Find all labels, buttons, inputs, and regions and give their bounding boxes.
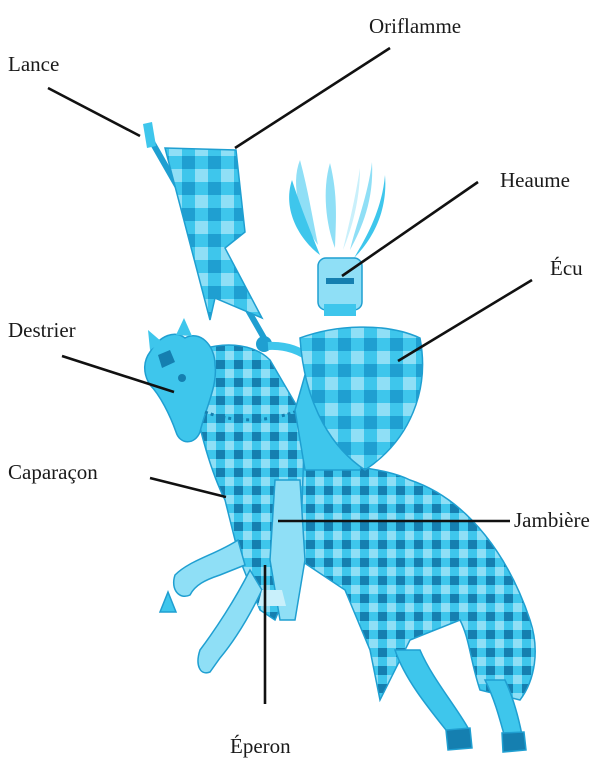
label-oriflamme: Oriflamme xyxy=(369,16,461,37)
leader-line-caparacon xyxy=(150,478,226,497)
label-destrier: Destrier xyxy=(8,320,76,341)
leader-line-lance xyxy=(48,88,140,136)
helmet-plumes xyxy=(289,160,385,258)
label-heaume: Heaume xyxy=(500,170,570,191)
leader-line-oriflamme xyxy=(235,48,390,148)
leader-line-heaume xyxy=(342,182,478,276)
label-ecu: Écu xyxy=(550,258,583,279)
label-caparacon: Caparaçon xyxy=(8,462,98,483)
banner-shape xyxy=(165,148,262,320)
label-eperon: Éperon xyxy=(230,736,291,757)
leader-line-ecu xyxy=(398,280,532,361)
label-jambiere: Jambière xyxy=(514,510,590,531)
label-lance: Lance xyxy=(8,54,59,75)
